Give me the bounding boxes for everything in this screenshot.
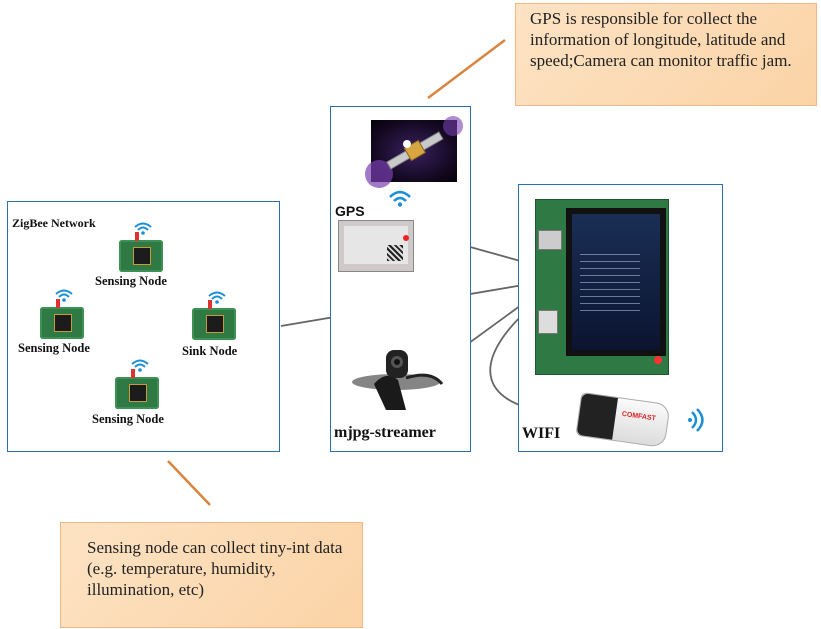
gps-chip-led — [403, 235, 409, 241]
zigbee-network-title: ZigBee Network — [12, 216, 96, 230]
sensing-node-label: Sensing Node — [92, 412, 164, 426]
sink-node-board — [192, 300, 236, 340]
sensing-callout: Sensing node can collect tiny-int data (… — [60, 522, 363, 628]
satellite-image — [365, 116, 463, 188]
wifi-icon — [389, 190, 411, 207]
sensing-node-label: Sensing Node — [95, 274, 167, 288]
adapter-black-cap — [576, 393, 619, 440]
board-port — [538, 310, 558, 334]
gps-callout-leader — [427, 39, 506, 99]
gps-label: GPS — [335, 203, 365, 219]
gps-camera-callout-text: GPS is responsible for collect the infor… — [530, 9, 792, 70]
wifi-icon — [688, 408, 704, 432]
board-port — [538, 230, 562, 250]
sensing-node-board — [115, 369, 159, 409]
board-led — [654, 356, 662, 364]
wifi-icon — [134, 222, 152, 235]
gps-camera-callout: GPS is responsible for collect the infor… — [515, 3, 817, 106]
sensing-node-board — [40, 299, 84, 339]
wifi-icon — [55, 289, 73, 302]
sensing-callout-leader — [167, 460, 211, 506]
wifi-label: WIFI — [522, 425, 561, 442]
gps-chip-qr — [387, 245, 403, 261]
camera-label: mjpg-streamer — [334, 424, 436, 441]
sensing-node-board — [119, 232, 163, 272]
sensing-callout-text: Sensing node can collect tiny-int data (… — [87, 538, 343, 599]
lcd-screen — [572, 214, 660, 350]
lcd-text-lines — [580, 254, 640, 314]
sink-node-label: Sink Node — [182, 344, 238, 358]
webcam-image — [352, 350, 444, 410]
gps-module — [338, 220, 414, 272]
sensing-node-label: Sensing Node — [18, 341, 90, 355]
arm-board — [535, 199, 669, 375]
adapter-brand: COMFAST — [621, 410, 657, 423]
wifi-icon — [131, 359, 149, 372]
wifi-icon — [208, 291, 226, 304]
